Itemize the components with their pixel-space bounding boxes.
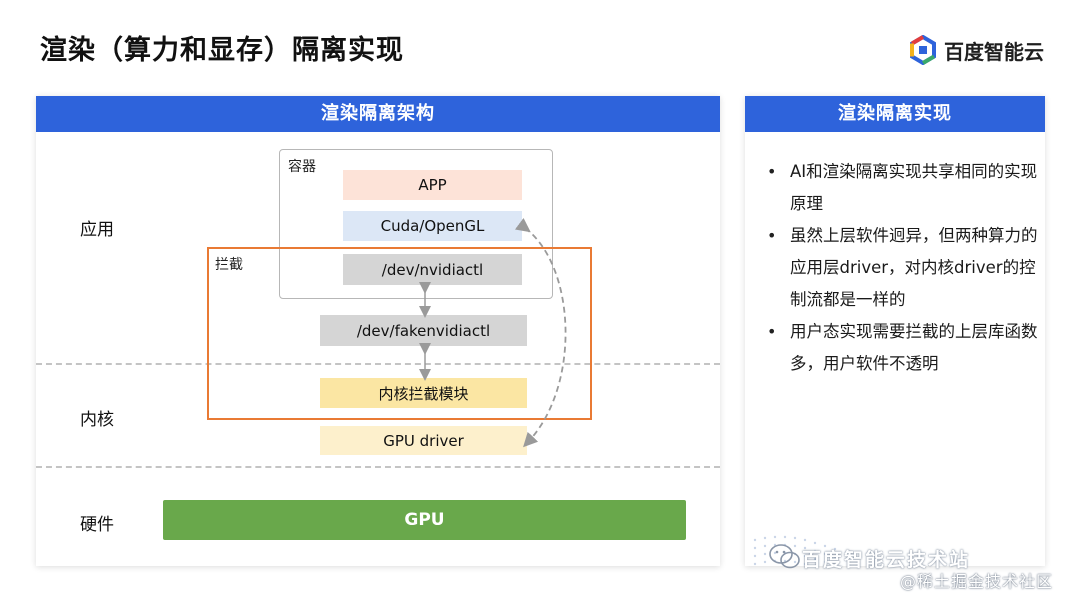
kernel-intercept-module-box: 内核拦截模块 [320, 378, 527, 408]
layer-label-kernel: 内核 [80, 410, 114, 430]
bullet-dot-icon: • [767, 162, 777, 181]
bullet-item: • 用户态实现需要拦截的上层库函数多，用户软件不透明 [760, 316, 1038, 380]
bullet-text: 虽然上层软件迥异，但两种算力的应用层driver，对内核driver的控制流都是… [790, 226, 1038, 309]
bullet-item: • 虽然上层软件迥异，但两种算力的应用层driver，对内核driver的控制流都… [760, 220, 1038, 316]
bullet-dot-icon: • [767, 322, 777, 341]
nvidiactl-box: /dev/nvidiactl [343, 254, 522, 285]
bullet-item: • AI和渲染隔离实现共享相同的实现原理 [760, 156, 1038, 220]
diagram-connectors [419, 217, 567, 448]
wechat-icon [769, 544, 800, 569]
implementation-panel-header: 渲染隔离实现 [745, 96, 1045, 132]
dashed-curve-cuda-to-driver [514, 217, 567, 448]
container-label: 容器 [288, 159, 316, 175]
gpu-driver-box: GPU driver [320, 426, 527, 455]
implementation-bullets: • AI和渲染隔离实现共享相同的实现原理 • 虽然上层软件迥异，但两种算力的应用层d… [760, 156, 1038, 380]
watermark-channel-name: 百度智能云技术站 [802, 549, 971, 571]
brand-name: 百度智能云 [944, 39, 1044, 64]
architecture-panel-header: 渲染隔离架构 [36, 96, 720, 132]
page-title: 渲染（算力和显存）隔离实现 [40, 35, 404, 66]
layer-divider-kernel-hardware [36, 466, 720, 468]
bullet-text: 用户态实现需要拦截的上层库函数多，用户软件不透明 [790, 322, 1038, 373]
baidu-cloud-logo-icon [910, 35, 936, 65]
gpu-bar: GPU [163, 500, 686, 540]
bullet-text: AI和渲染隔离实现共享相同的实现原理 [790, 162, 1038, 213]
app-box: APP [343, 170, 522, 200]
layer-label-app: 应用 [80, 220, 114, 240]
fakenvidiactl-box: /dev/fakenvidiactl [320, 315, 527, 346]
watermark-community: @稀土掘金技术社区 [900, 572, 1054, 591]
brand-logo: 百度智能云 [908, 33, 1044, 67]
layer-label-hardware: 硬件 [80, 515, 114, 535]
implementation-panel: 渲染隔离实现 [745, 96, 1045, 566]
cuda-opengl-box: Cuda/OpenGL [343, 211, 522, 241]
intercept-box [207, 247, 592, 420]
bullet-dot-icon: • [767, 226, 777, 245]
layer-divider-user-kernel [36, 363, 720, 365]
intercept-label: 拦截 [215, 257, 243, 273]
